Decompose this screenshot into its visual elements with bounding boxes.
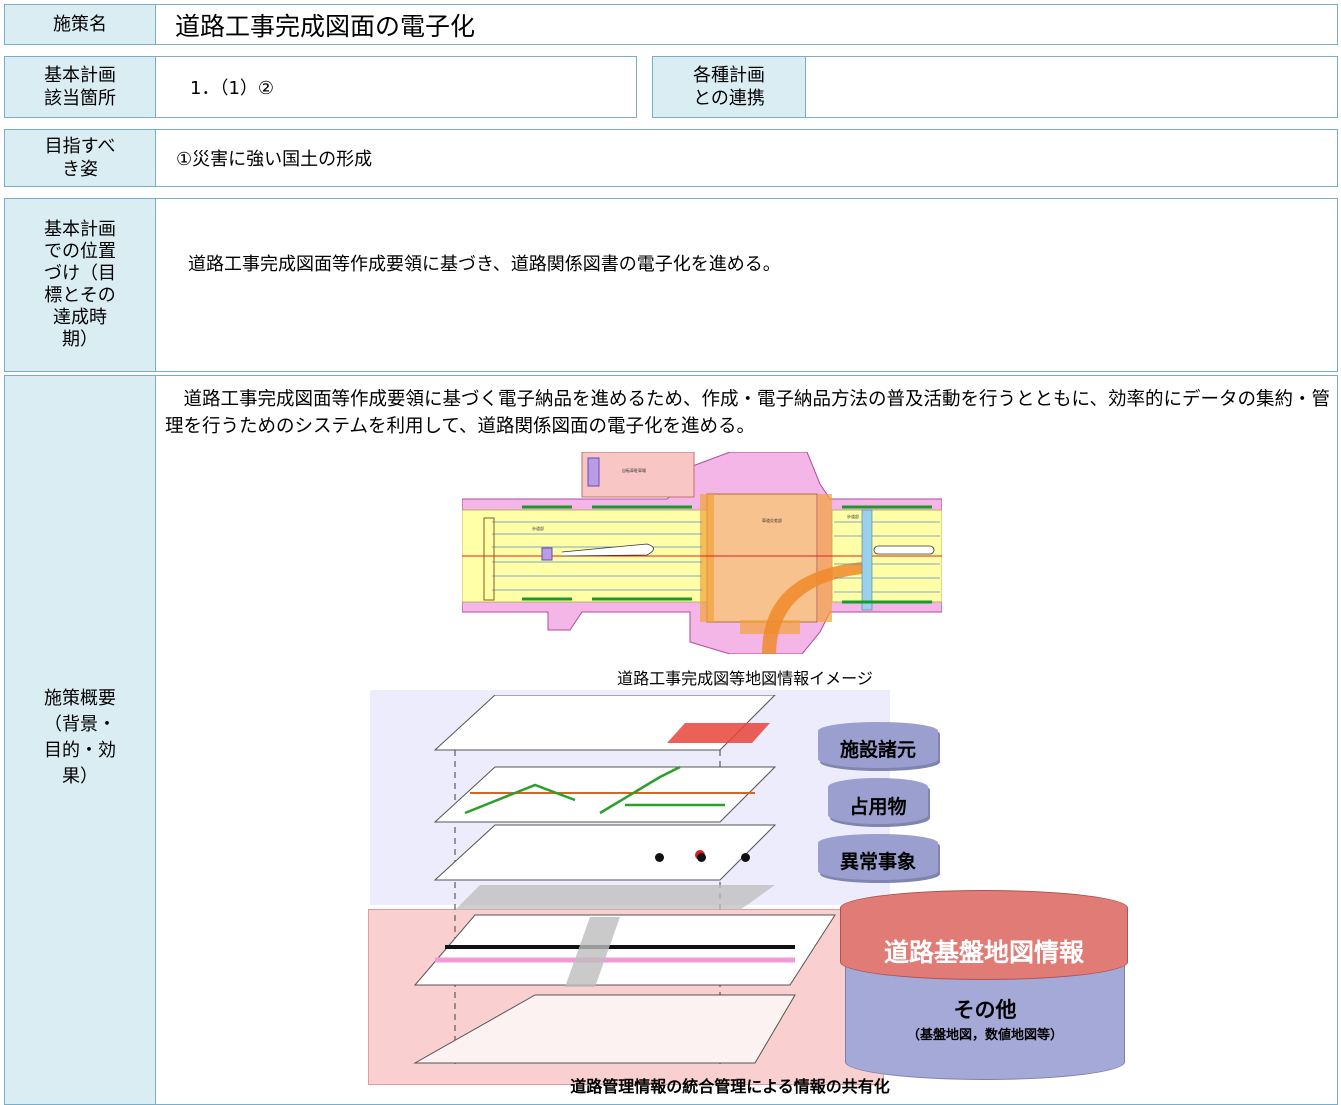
svg-text:自転車駐車場: 自転車駐車場	[622, 467, 646, 473]
linkage-value	[820, 56, 1320, 118]
overview-paragraph: 道路工事完成図面等作成要領に基づく電子納品を進めるため、作成・電子納品方法の普及…	[165, 389, 1330, 437]
svg-text:歩道部: 歩道部	[847, 513, 859, 519]
db-occupancy-cylinder	[828, 778, 928, 824]
measure-label-cell	[4, 4, 156, 45]
other-db-sublabel: （基盤地図，数値地図等）	[906, 1028, 1063, 1043]
basic-plan-label-cell	[4, 56, 156, 118]
parking-area	[581, 452, 695, 498]
occupancy-line-green-b	[599, 765, 681, 815]
measure-title: 道路工事完成図面の電子化	[175, 11, 476, 41]
basic-plan-value-cell	[155, 56, 637, 118]
measure-label: 施策名	[53, 14, 107, 35]
position-label: 基本計画 での位置 づけ（目 標とその 達成時 期）	[44, 219, 116, 350]
db-facility-cylinder	[818, 722, 938, 768]
goal-label: 目指すべ き姿	[44, 136, 116, 180]
layer-incident	[433, 824, 777, 881]
basic-plan-label: 基本計画 該当箇所	[44, 65, 116, 109]
intersection	[706, 493, 818, 623]
figure2-caption: 道路管理情報の統合管理による情報の共有化	[570, 1077, 890, 1096]
main-db-label: 道路基盤地図情報	[883, 938, 1084, 967]
building-block	[587, 457, 600, 487]
measure-value-cell	[155, 4, 1338, 45]
curb-segments	[522, 505, 932, 604]
goal-label-cell	[4, 129, 156, 187]
overview-label: 施策概要 （背景・ 目的・効 果）	[44, 688, 116, 787]
base-map-layer	[413, 914, 836, 986]
position-label-cell	[4, 198, 156, 372]
linkage-label: 各種計画 との連携	[693, 65, 765, 109]
pedestrian-bridge	[483, 517, 495, 601]
median-island-right	[873, 545, 935, 555]
layer-stack-diagram	[413, 695, 836, 1065]
incident-dot-3	[741, 853, 750, 862]
position-value: 道路工事完成図面等作成要領に基づき、道路関係図書の電子化を進める。	[188, 254, 781, 275]
bottom-map-layer	[413, 994, 796, 1064]
basic-plan-value: 1．（1）②	[190, 78, 275, 99]
db-facility-label: 施設諸元	[839, 739, 916, 761]
crosswalk-right	[818, 494, 832, 622]
incident-dot-1	[655, 853, 664, 862]
figure1-caption: 道路工事完成図等地図情報イメージ	[617, 669, 873, 688]
goal-value: ①災害に強い国土の形成	[176, 149, 373, 170]
db-occupancy-label: 占用物	[849, 796, 907, 818]
layer-occupancy	[433, 766, 777, 823]
layer-facility-highlight	[667, 723, 770, 743]
curve-lane	[762, 562, 862, 654]
crosswalk-left	[700, 494, 714, 622]
median-island	[561, 543, 654, 557]
box-culvert	[861, 509, 873, 611]
main-db-cylinder	[840, 890, 1128, 980]
position-value-cell	[155, 198, 1338, 372]
svg-text:車道交差部: 車道交差部	[762, 517, 782, 523]
svg-text:歩道部: 歩道部	[532, 525, 544, 531]
linkage-label-cell	[652, 56, 806, 118]
base-road-grey	[565, 917, 620, 987]
lane-lines	[492, 521, 940, 593]
goal-value-cell	[155, 129, 1338, 187]
layer-shadow	[455, 885, 775, 910]
incident-dot-2	[697, 853, 706, 862]
db-incident-cylinder	[818, 834, 938, 880]
linkage-value-cell	[805, 56, 1338, 118]
other-db-label: その他	[953, 998, 1017, 1022]
db-incident-label: 異常事象	[839, 851, 916, 873]
occupancy-line-green-a	[464, 783, 576, 815]
small-structure	[541, 547, 553, 561]
